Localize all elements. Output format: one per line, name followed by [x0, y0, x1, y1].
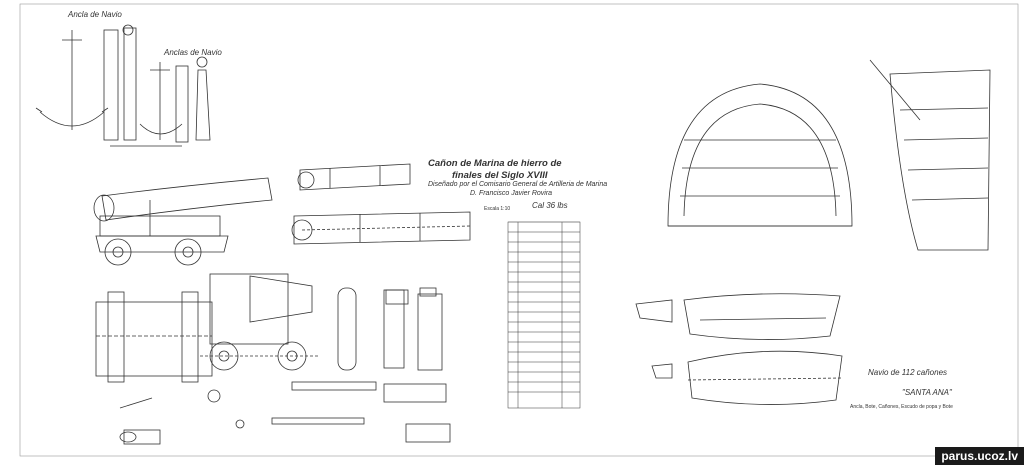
barrel-top-view — [297, 163, 411, 191]
anchor-label-1: Ancla de Navio — [68, 10, 122, 19]
cannon-designer-name: D. Francisco Javier Rovira — [470, 190, 553, 197]
cannon-scale: Escala 1:10 — [484, 206, 511, 212]
cannon-title-line2: finales del Siglo XVIII — [452, 170, 548, 181]
watermark-badge: parus.ucoz.lv — [935, 447, 1024, 465]
carriage-components — [271, 287, 451, 443]
ship-boat-plan — [651, 350, 843, 405]
sheet-border — [19, 3, 1019, 457]
ship-caption: Ancla, Bote, Cañones, Escudo de popa y B… — [850, 404, 953, 410]
barrel-plan-view — [209, 273, 313, 345]
wheel-details — [200, 341, 320, 371]
ship-side-view — [869, 59, 991, 251]
tools-details — [119, 389, 245, 445]
ship-stern-view — [667, 83, 853, 227]
anchor-label-2: Anclas de Navio — [164, 48, 222, 57]
carriage-plan-view — [95, 291, 213, 383]
cannon-title-line1: Cañon de Marina de hierro de — [428, 158, 562, 169]
ship-name: Navio de 112 cañones — [868, 368, 948, 377]
cannon-designer-line: Diseñado por el Comisario General de Art… — [428, 181, 608, 188]
anchor-drawing-1 — [35, 24, 137, 141]
barrel-section-view — [291, 211, 471, 245]
cannon-carriage-side-view — [93, 177, 273, 266]
ship-boat-profile — [635, 293, 841, 340]
ship-title: "SANTA ANA" — [902, 388, 952, 397]
parts-table — [507, 221, 581, 409]
anchor-drawing-2 — [110, 56, 211, 147]
cannon-caliber: Cal 36 lbs — [532, 201, 568, 210]
